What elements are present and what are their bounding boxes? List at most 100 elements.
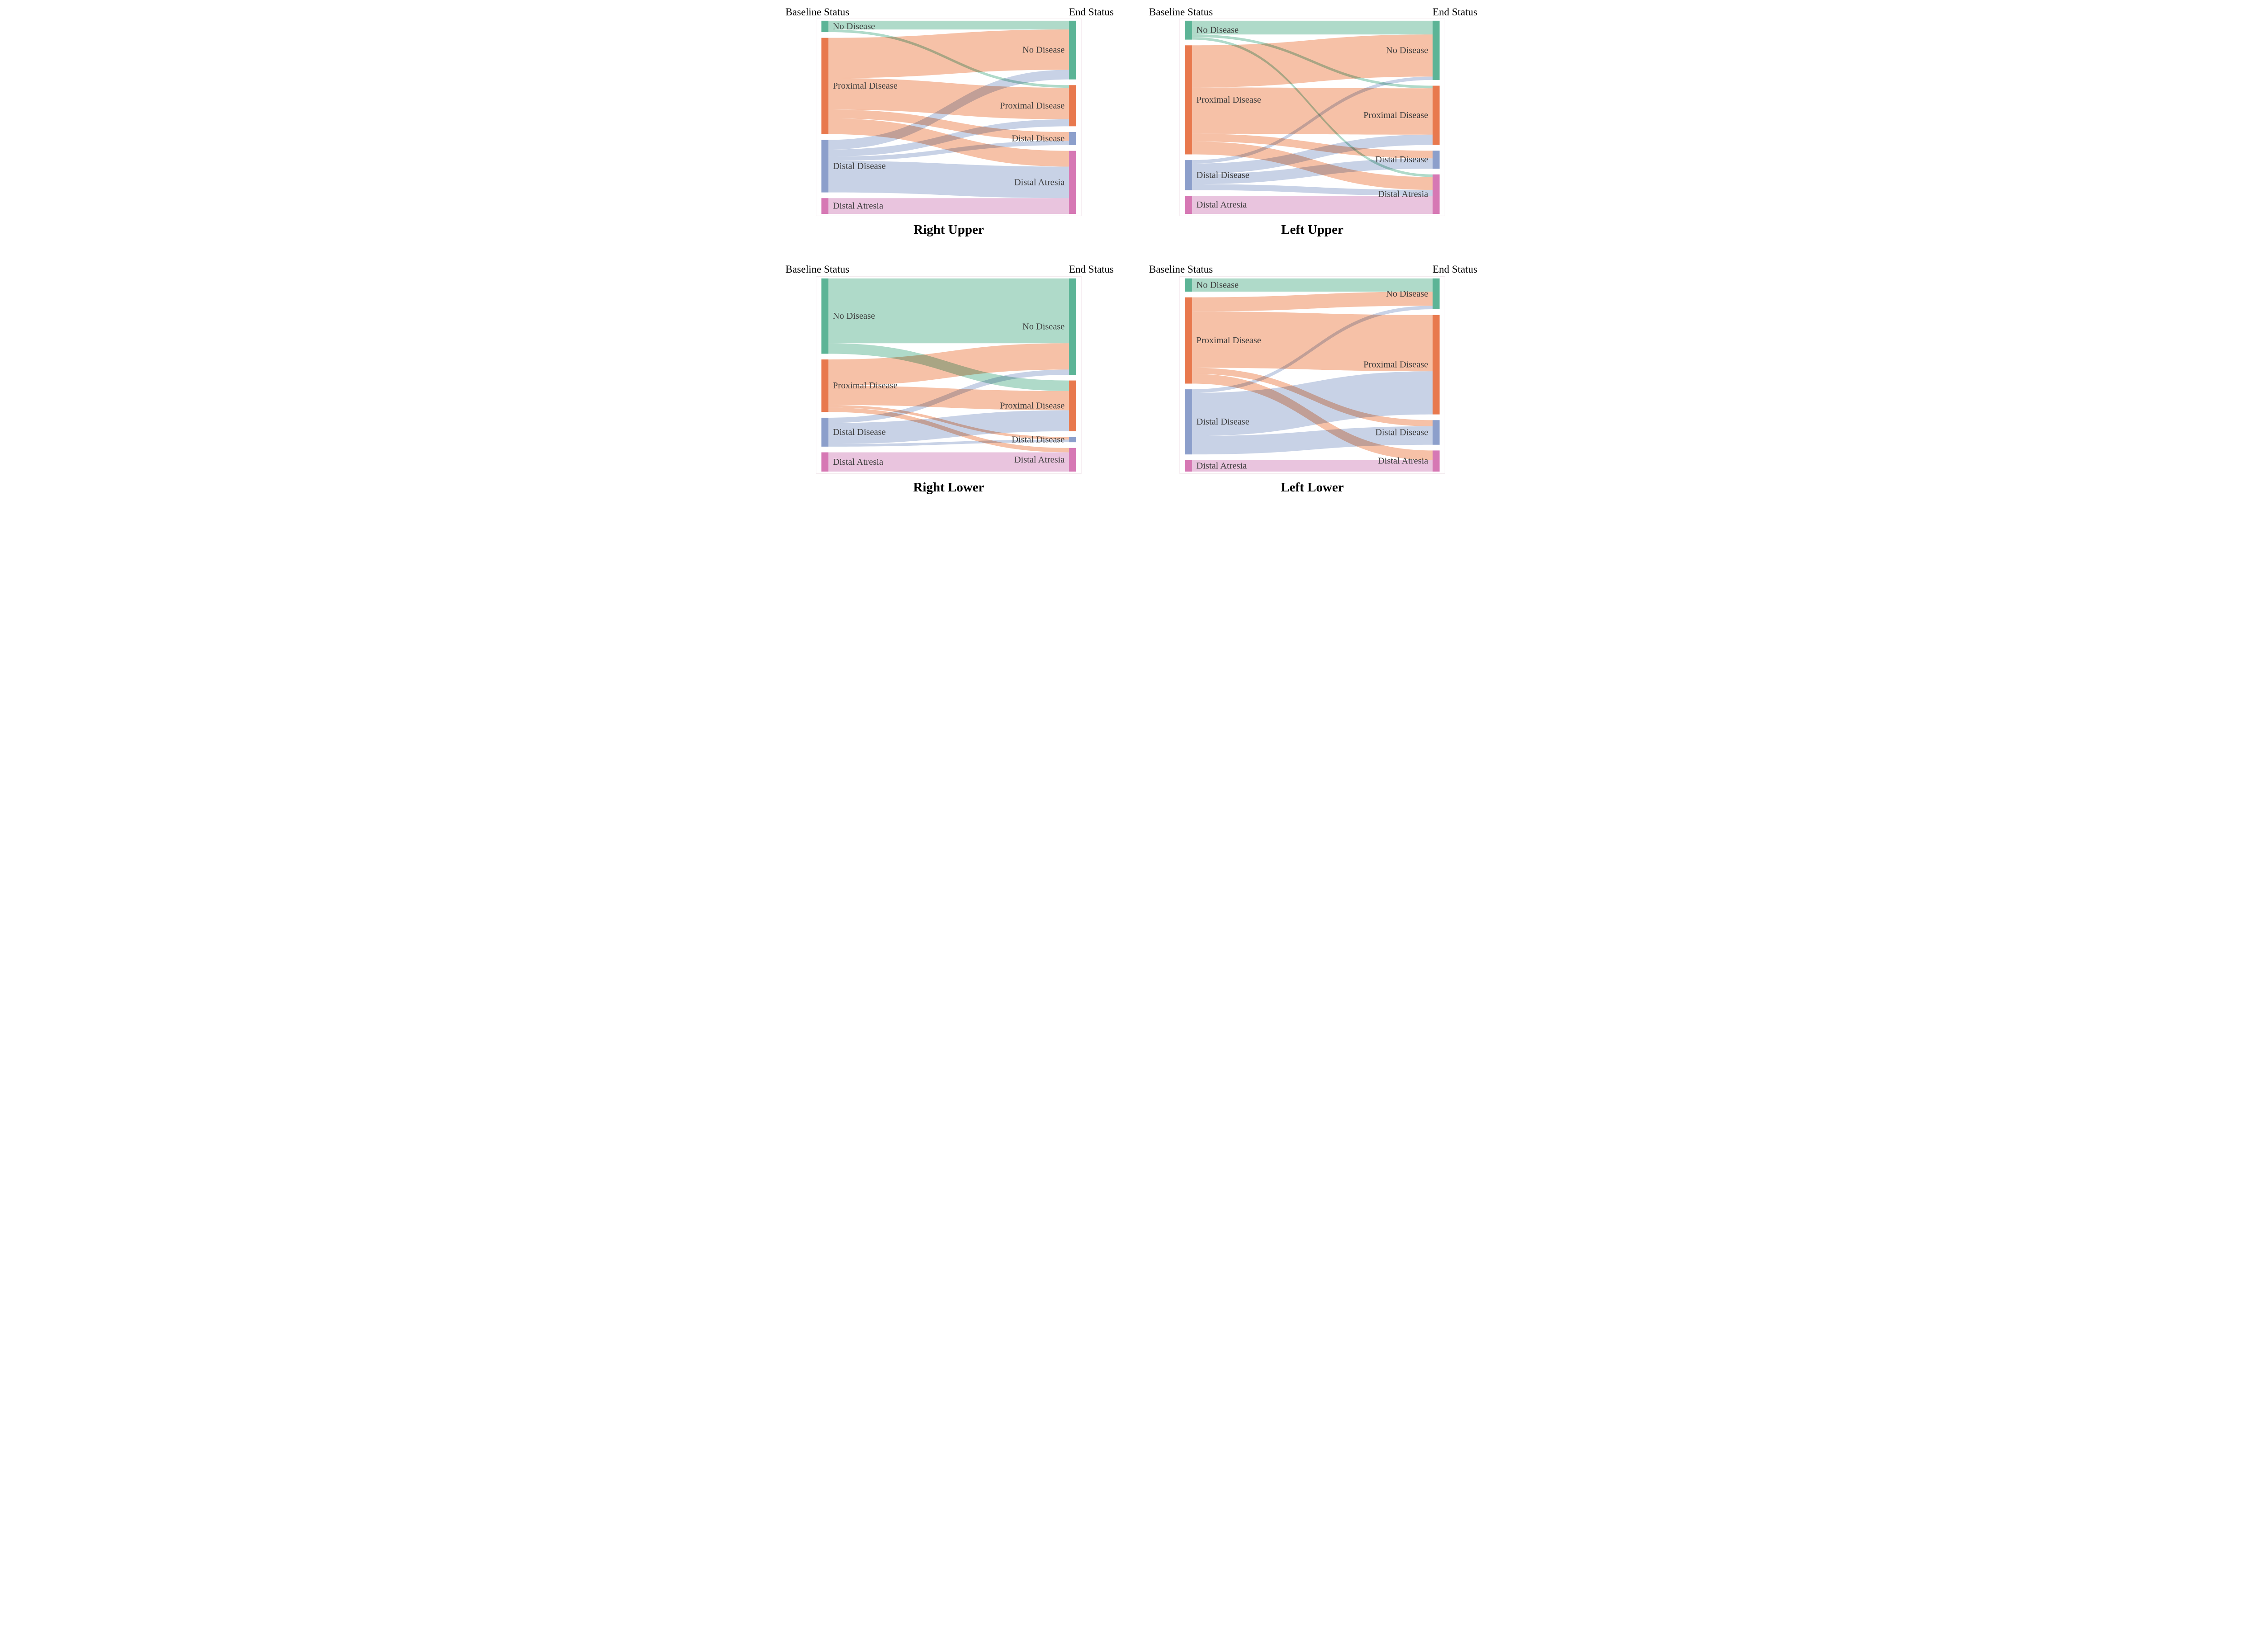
end-node-bar <box>1069 437 1076 442</box>
baseline-node-label: No Disease <box>1197 280 1239 290</box>
end-status-label: End Status <box>1069 6 1114 18</box>
plot-border <box>816 19 1082 217</box>
end-node-label: Distal Atresia <box>1378 456 1428 466</box>
axis-header-row: Baseline Status End Status <box>1145 264 1479 276</box>
end-node-bar <box>1069 132 1076 146</box>
baseline-node-label: Proximal Disease <box>1197 95 1261 105</box>
flow-ribbon <box>828 78 1069 120</box>
flow-ribbon <box>1192 158 1433 184</box>
end-node-bar <box>1433 420 1440 445</box>
end-node-bar <box>1069 151 1076 214</box>
baseline-node-label: No Disease <box>1197 25 1239 35</box>
baseline-node-bar <box>821 359 828 412</box>
flow-ribbon <box>828 141 1069 161</box>
end-node-label: No Disease <box>1022 321 1064 331</box>
axis-header-row: Baseline Status End Status <box>1145 6 1479 19</box>
flow-ribbon <box>828 452 1069 472</box>
flow-ribbon <box>828 410 1069 444</box>
baseline-node-label: No Disease <box>833 22 875 32</box>
baseline-status-label: Baseline Status <box>785 6 850 18</box>
baseline-node-label: Proximal Disease <box>833 381 898 391</box>
end-node-label: No Disease <box>1022 45 1064 55</box>
end-node-label: Distal Atresia <box>1378 189 1428 199</box>
baseline-node-bar <box>1185 196 1192 214</box>
end-node-bar <box>1433 450 1440 472</box>
baseline-node-label: Distal Atresia <box>1197 200 1247 210</box>
flow-ribbon <box>1192 278 1433 292</box>
plot-border <box>1179 276 1445 474</box>
baseline-status-label: Baseline Status <box>1149 264 1213 275</box>
flow-ribbon <box>828 369 1069 423</box>
flow-ribbon <box>1192 371 1433 436</box>
end-node-bar <box>1433 151 1440 169</box>
end-node-bar <box>1433 278 1440 309</box>
end-node-label: Distal Disease <box>1012 434 1064 444</box>
end-node-bar <box>1069 85 1076 127</box>
flow-ribbon <box>828 278 1069 343</box>
end-node-bar <box>1433 175 1440 214</box>
plot-border <box>1179 19 1445 217</box>
end-node-bar <box>1069 21 1076 80</box>
flow-ribbon <box>1192 196 1433 214</box>
end-node-label: Proximal Disease <box>1000 401 1064 411</box>
end-node-label: Proximal Disease <box>1363 359 1428 369</box>
flow-ribbon <box>828 21 1069 30</box>
baseline-node-bar <box>1185 278 1192 292</box>
baseline-node-label: No Disease <box>833 311 875 321</box>
baseline-node-bar <box>821 140 828 193</box>
baseline-node-bar <box>1185 21 1192 40</box>
end-node-label: Distal Disease <box>1375 427 1428 437</box>
panel-left-upper: Baseline Status End Status No Disease No … <box>1145 6 1479 237</box>
baseline-node-label: Distal Atresia <box>833 457 883 467</box>
flow-ribbon <box>828 29 1069 79</box>
baseline-node-bar <box>1185 45 1192 155</box>
end-node-bar <box>1433 315 1440 415</box>
baseline-node-bar <box>1185 297 1192 384</box>
panel-title: Left Lower <box>1281 480 1344 495</box>
axis-header-row: Baseline Status End Status <box>782 6 1116 19</box>
end-node-bar <box>1433 85 1440 145</box>
flow-ribbon <box>1192 134 1433 159</box>
baseline-node-bar <box>821 21 828 33</box>
flow-ribbon <box>828 198 1069 214</box>
flow-ribbon <box>1192 21 1433 35</box>
baseline-node-bar <box>821 38 828 135</box>
end-node-label: No Disease <box>1386 46 1428 56</box>
panel-right-upper: Baseline Status End Status No Disease No … <box>782 6 1116 237</box>
flow-ribbon <box>1192 87 1433 135</box>
panel-title: Right Lower <box>913 480 984 495</box>
panel-title: Left Upper <box>1281 222 1343 237</box>
baseline-node-bar <box>1185 160 1192 190</box>
end-node-bar <box>1433 21 1440 80</box>
end-node-label: Proximal Disease <box>1000 101 1064 111</box>
baseline-node-label: Distal Disease <box>1197 417 1249 427</box>
axis-header-row: Baseline Status End Status <box>782 264 1116 276</box>
end-node-label: No Disease <box>1386 288 1428 298</box>
flow-ribbon <box>1192 426 1433 454</box>
flow-ribbon <box>1192 135 1433 174</box>
baseline-node-bar <box>821 198 828 214</box>
baseline-node-bar <box>821 278 828 354</box>
flow-ribbon <box>828 161 1069 198</box>
end-node-bar <box>1069 278 1076 375</box>
flow-ribbon <box>828 118 1069 167</box>
flow-ribbon <box>1192 305 1433 393</box>
end-status-label: End Status <box>1069 264 1114 275</box>
baseline-node-label: Proximal Disease <box>1197 335 1261 345</box>
flow-ribbon <box>1192 460 1433 472</box>
flow-ribbon <box>828 343 1069 386</box>
flow-ribbon <box>1192 311 1433 371</box>
flow-ribbon <box>1192 76 1433 164</box>
end-status-label: End Status <box>1432 6 1477 18</box>
end-node-bar <box>1069 380 1076 431</box>
baseline-status-label: Baseline Status <box>785 264 850 275</box>
end-node-label: Distal Disease <box>1375 155 1428 165</box>
flow-ribbon <box>828 109 1069 141</box>
baseline-node-bar <box>1185 389 1192 454</box>
